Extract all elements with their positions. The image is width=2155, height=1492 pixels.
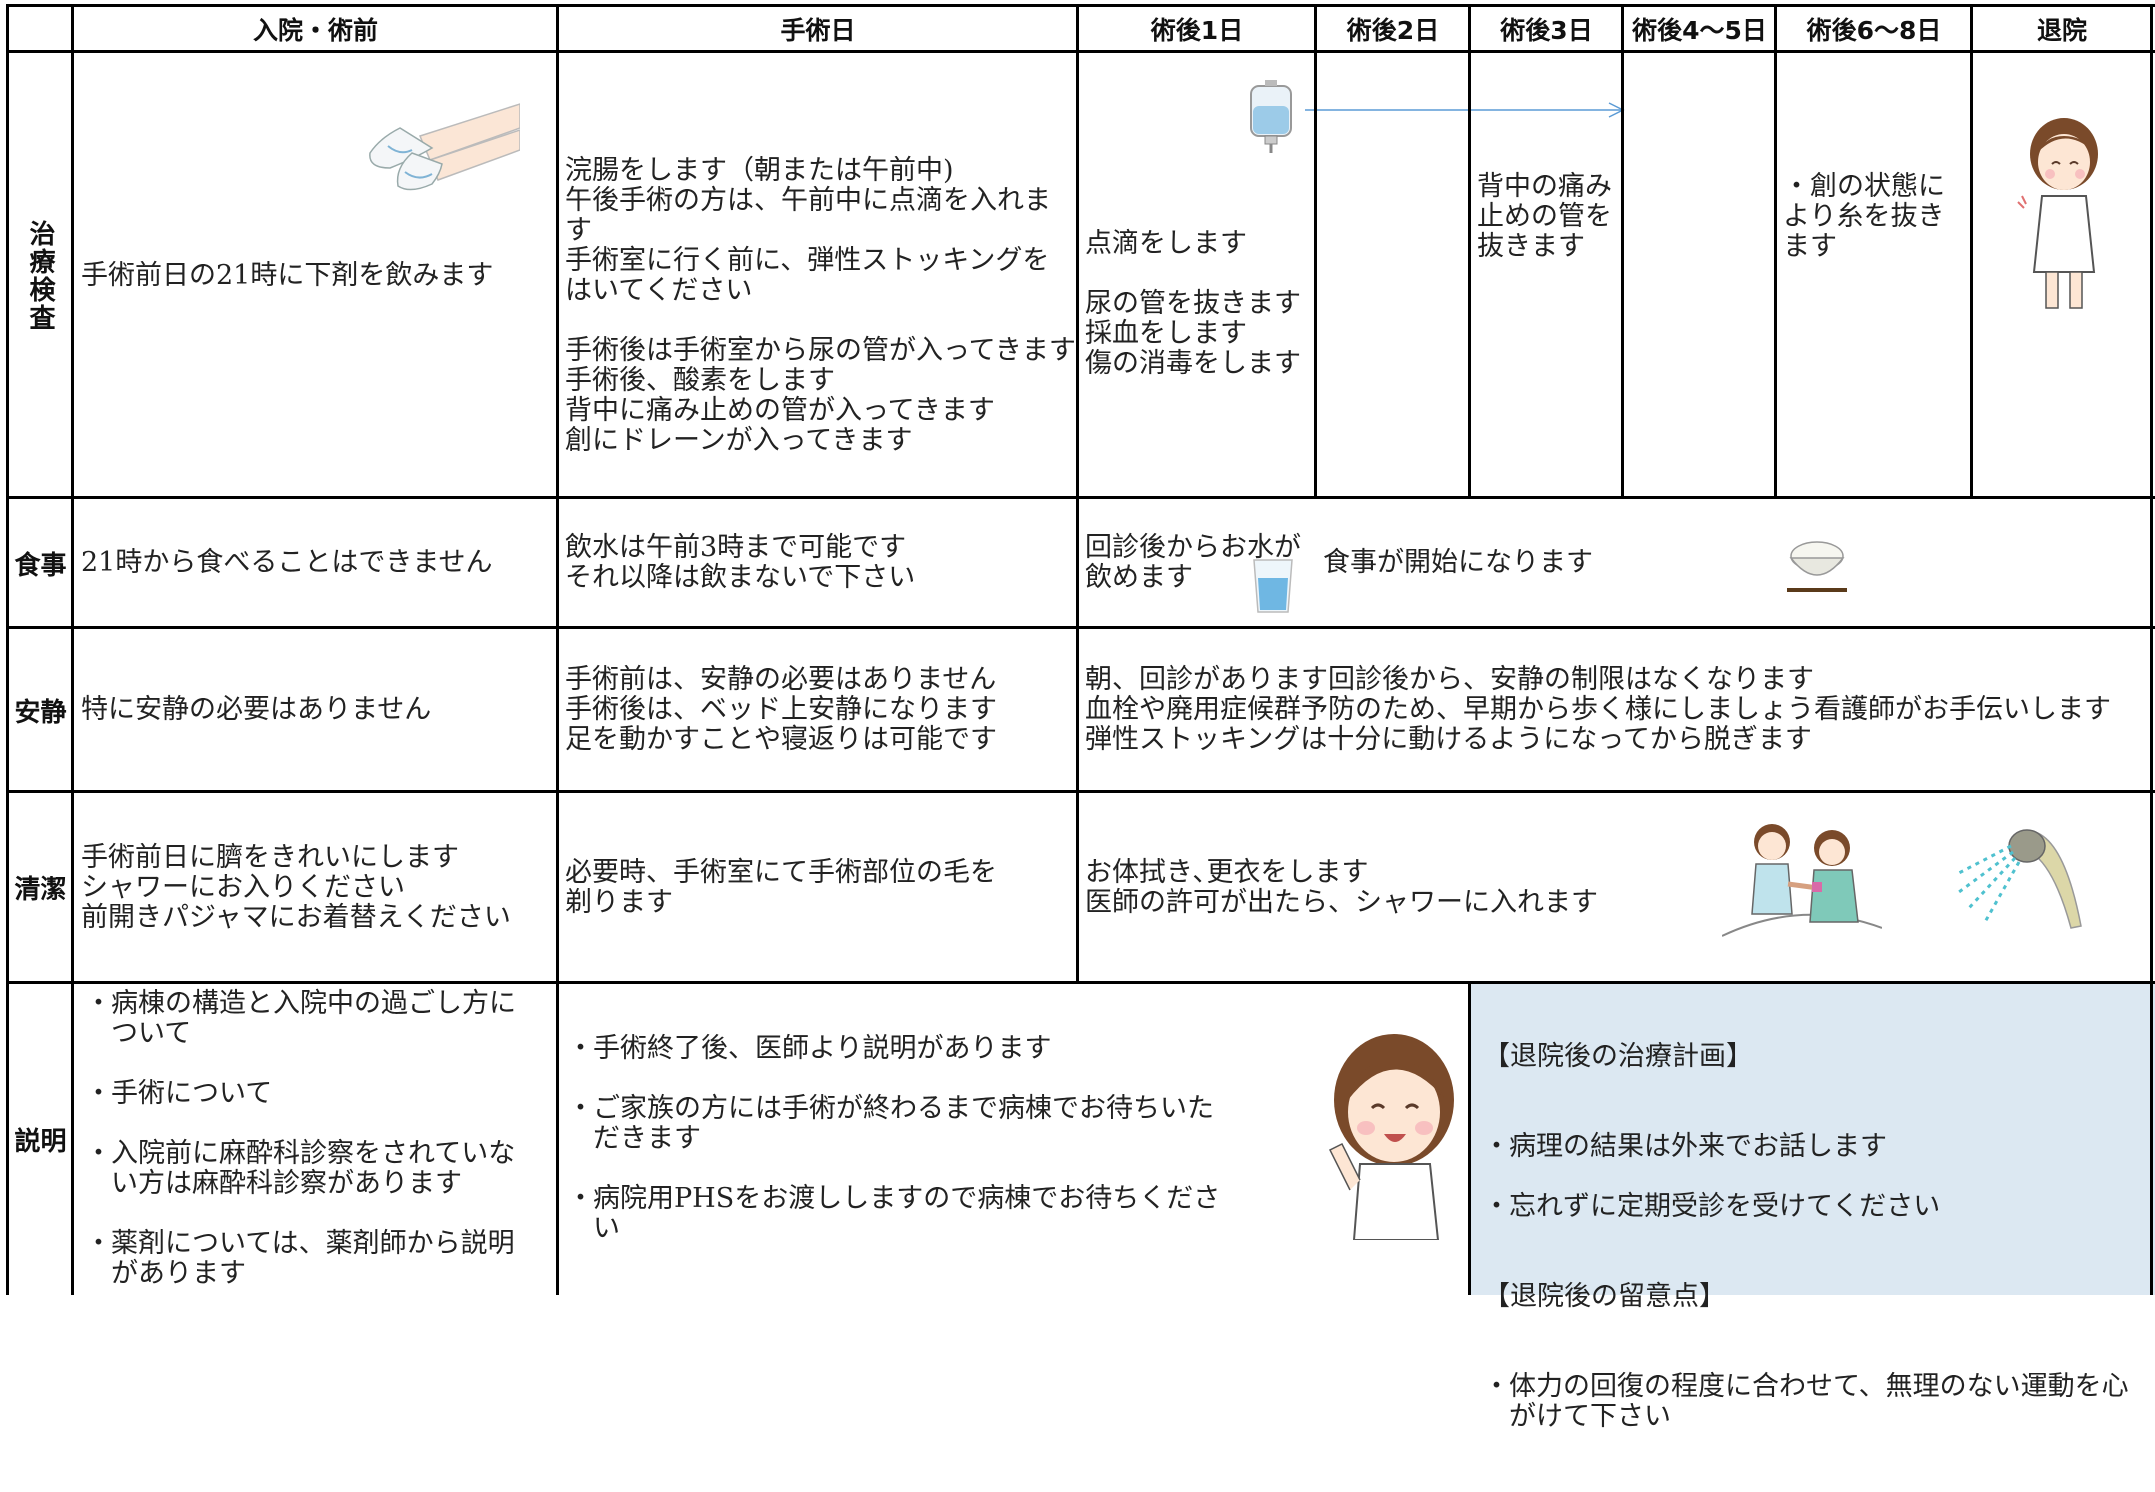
discharge-plan-heading: 【退院後の治療計画】 — [1483, 1041, 1753, 1072]
grid-line-header — [6, 50, 2155, 53]
discharge-notes-heading: 【退院後の留意点】 — [1483, 1281, 1726, 1312]
iv-continuation-arrow — [1305, 102, 1625, 118]
meal-surgery-cell: 飲水は午前3時まで可能です それ以降は飲まないで下さい — [560, 498, 1076, 628]
grid-line-col7 — [1774, 4, 1777, 498]
treatment-day3-text: 背中の痛み 止めの管を 抜きます — [1477, 171, 1612, 262]
hygiene-day1-on-text: お体拭き､更衣をします 医師の許可が出たら、シャワーに入れます — [1085, 856, 1598, 918]
list-item: 病理の結果は外来でお話します — [1483, 1132, 2150, 1163]
row-label-hygiene: 清潔 — [14, 875, 67, 905]
explanation-surgery-list: 手術終了後、医師より説明があります ご家族の方には手術が終わるまで病棟でお待ちい… — [567, 1004, 1222, 1274]
rest-pre-cell: 特に安静の必要はありません — [76, 628, 556, 792]
list-item: 入院前に麻酔科診察をされていない方は麻酔科診察があります — [85, 1139, 540, 1199]
nurse-patient-wiping-icon — [1722, 824, 1882, 937]
grid-line-row4 — [6, 981, 2155, 984]
iv-drip-bag-icon — [1250, 80, 1292, 153]
row-label-treatment: 治療検査 — [25, 219, 55, 332]
header-postop-day3: 術後3日 — [1500, 15, 1593, 45]
header-surgery-day: 手術日 — [780, 15, 856, 45]
rice-bowl-icon — [1787, 541, 1847, 592]
grid-line-row2 — [6, 626, 2155, 629]
explanation-surgery-cell: 手術終了後、医師より説明があります ご家族の方には手術が終わるまで病棟でお待ちい… — [562, 983, 1222, 1295]
grid-line-right — [2150, 4, 2153, 1295]
hygiene-day1-on-cell: お体拭き､更衣をします 医師の許可が出たら、シャワーに入れます — [1080, 792, 1720, 983]
header-pre-admission: 入院・術前 — [252, 15, 378, 45]
row-label-rest: 安静 — [14, 697, 67, 728]
hygiene-surgery-text: 必要時、手術室にて手術部位の毛を 剃ります — [565, 856, 997, 918]
list-item: 体力の回復の程度に合わせて、無理のない運動を心がけて下さい — [1483, 1372, 2150, 1432]
meal-day1-cell: 回診後からお水が 飲めます — [1080, 498, 1314, 628]
list-item: 手術について — [85, 1079, 540, 1110]
treatment-pre-text: 手術前日の21時に下剤を飲みます — [81, 259, 494, 291]
list-item: 病院用PHSをお渡ししますので病棟でお待ちください — [567, 1184, 1222, 1244]
meal-day2-on-cell: 食事が開始になります — [1318, 498, 1818, 628]
rest-surgery-text: 手術前は、安静の必要はありません 手術後は、ベッド上安静になります 足を動かすこ… — [565, 664, 997, 755]
treatment-surgery-text: 浣腸をします（朝または午前中) 午後手術の方は、午前中に点滴を入れます 手術室に… — [565, 155, 1076, 456]
nurse-smiling-icon — [1328, 1034, 1454, 1240]
treatment-day6-8-cell: ・創の状態に より糸を抜き ます — [1778, 142, 1970, 262]
rest-surgery-cell: 手術前は、安静の必要はありません 手術後は、ベッド上安静になります 足を動かすこ… — [560, 628, 1076, 792]
row-label-meal: 食事 — [14, 550, 67, 581]
grid-line-col5-lower — [1468, 981, 1471, 1295]
rest-pre-text: 特に安静の必要はありません — [81, 694, 432, 725]
list-item: 手術終了後、医師より説明があります — [567, 1034, 1222, 1065]
grid-line-col8 — [1970, 4, 1973, 498]
grid-line-row3 — [6, 790, 2155, 793]
header-postop-day2: 術後2日 — [1346, 15, 1440, 45]
list-item: 薬剤については、薬剤師から説明があります — [85, 1229, 540, 1289]
rest-day1-on-cell: 朝、回診があります回診後から、安静の制限はなくなります 血栓や廃用症候群予防のた… — [1080, 628, 2152, 792]
header-discharge: 退院 — [2036, 15, 2087, 45]
meal-pre-text: 21時から食べることはできません — [81, 547, 493, 578]
grid-line-left — [6, 4, 9, 1295]
grid-line-col4 — [1314, 4, 1317, 498]
grid-line-col1 — [71, 4, 74, 1295]
treatment-pre-cell: 手術前日の21時に下剤を飲みます — [76, 53, 556, 498]
water-glass-icon — [1253, 559, 1293, 613]
discharge-plan-cell: 【退院後の治療計画】 病理の結果は外来でお話します 忘れずに定期受診を受けてくだ… — [1478, 1012, 2150, 1432]
rest-day1-on-text: 朝、回診があります回診後から、安静の制限はなくなります 血栓や廃用症候群予防のた… — [1085, 664, 2111, 755]
discharge-notes-list: 体力の回復の程度に合わせて、無理のない運動を心がけて下さい — [1483, 1342, 2150, 1462]
shower-head-icon — [1956, 829, 2082, 929]
explanation-pre-cell: 病棟の構造と入院中の過ごし方について 手術について 入院前に麻酔科診察をされてい… — [80, 983, 540, 1295]
meal-day2-on-text: 食事が開始になります — [1323, 547, 1593, 578]
grid-line-col3 — [1076, 4, 1079, 981]
list-item: 忘れずに定期受診を受けてください — [1483, 1192, 2150, 1223]
list-item: ご家族の方には手術が終わるまで病棟でお待ちいただきます — [567, 1094, 1222, 1154]
row-label-explanation: 説明 — [14, 1126, 67, 1157]
treatment-day1-text: 点滴をします 尿の管を抜きます 採血をします 傷の消毒をします — [1085, 228, 1301, 379]
hygiene-pre-cell: 手術前日に臍をきれいにします シャワーにお入りください 前開きパジャマにお着替え… — [76, 792, 556, 983]
header-postop-day4-5: 術後4～5日 — [1632, 15, 1767, 45]
grid-line-row1 — [6, 496, 2155, 499]
hygiene-surgery-cell: 必要時、手術室にて手術部位の毛を 剃ります — [560, 792, 1076, 983]
grid-line-col2 — [556, 4, 559, 1295]
header-postop-day1: 術後1日 — [1150, 15, 1244, 45]
grid-line-top — [6, 4, 2155, 7]
treatment-day1-cell: 点滴をします 尿の管を抜きます 採血をします 傷の消毒をします — [1080, 199, 1314, 379]
treatment-day6-8-text: ・創の状態に より糸を抜き ます — [1783, 171, 1945, 262]
legs-stockings-icon — [369, 103, 520, 191]
grid-line-col5 — [1468, 4, 1471, 498]
nurse-bowing-icon — [2017, 118, 2098, 309]
header-postop-day6-8: 術後6～8日 — [1806, 15, 1942, 45]
discharge-plan-list: 病理の結果は外来でお話します 忘れずに定期受診を受けてください — [1483, 1102, 2150, 1252]
meal-day1-text: 回診後からお水が 飲めます — [1085, 532, 1301, 593]
explanation-pre-list: 病棟の構造と入院中の過ごし方について 手術について 入院前に麻酔科診察をされてい… — [85, 959, 540, 1319]
list-item: 病棟の構造と入院中の過ごし方について — [85, 989, 540, 1049]
treatment-day3-cell: 背中の痛み 止めの管を 抜きます — [1472, 142, 1622, 262]
meal-surgery-text: 飲水は午前3時まで可能です それ以降は飲まないで下さい — [565, 532, 916, 593]
treatment-surgery-cell: 浣腸をします（朝または午前中) 午後手術の方は、午前中に点滴を入れます 手術室に… — [560, 126, 1076, 456]
grid-line-col6 — [1621, 4, 1624, 498]
hygiene-pre-text: 手術前日に臍をきれいにします シャワーにお入りください 前開きパジャマにお着替え… — [81, 841, 511, 933]
meal-pre-cell: 21時から食べることはできません — [76, 498, 556, 628]
